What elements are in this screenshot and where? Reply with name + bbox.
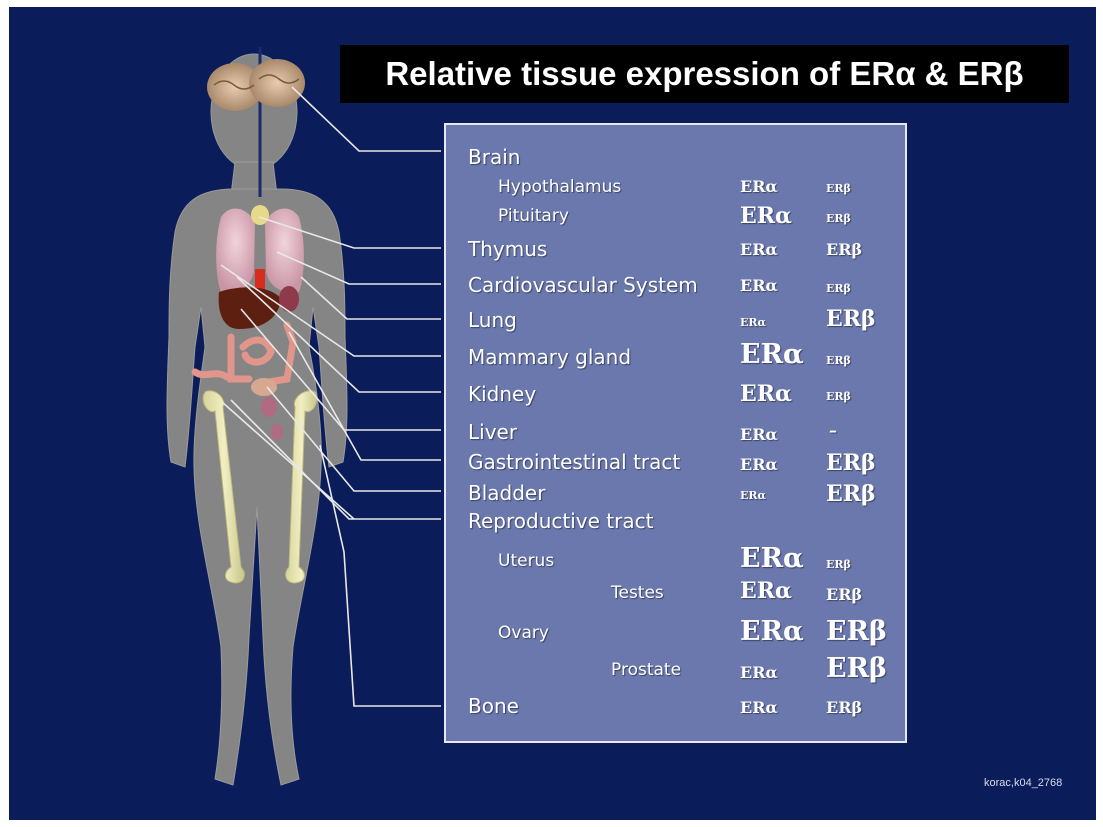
er-alpha-liver: ERα — [740, 427, 778, 443]
er-beta-bladder: ERβ — [826, 483, 876, 505]
er-beta-pituitary: ERβ — [826, 213, 851, 224]
er-alpha-prostate: ERα — [740, 665, 778, 681]
body-silhouette — [167, 54, 347, 785]
tissue-label-reproductive-tract: Reproductive tract — [468, 511, 653, 531]
reproductive-illustration — [261, 397, 277, 417]
er-beta-ovary: ERβ — [826, 618, 887, 645]
er-alpha-mammary-gland: ERα — [740, 341, 804, 368]
tissue-label-ovary: Ovary — [498, 625, 549, 642]
tissue-label-lung: Lung — [468, 310, 517, 330]
er-beta-prostate: ERβ — [826, 655, 887, 682]
er-alpha-lung: ERα — [740, 317, 766, 328]
tissue-label-prostate: Prostate — [611, 662, 681, 679]
er-alpha-hypothalamus: ERα — [740, 179, 778, 195]
er-beta-gastrointestinal: ERβ — [826, 452, 876, 474]
tissue-label-mammary-gland: Mammary gland — [468, 347, 631, 367]
er-beta-thymus: ERβ — [826, 242, 862, 258]
er-beta-kidney: ERβ — [826, 391, 851, 402]
er-alpha-kidney: ERα — [740, 383, 792, 405]
er-beta-uterus: ERβ — [826, 559, 851, 570]
er-alpha-ovary: ERα — [740, 618, 804, 645]
tissue-label-bone: Bone — [468, 696, 519, 716]
tissue-label-testes: Testes — [611, 585, 664, 602]
er-alpha-testes: ERα — [740, 580, 792, 602]
er-beta-bone: ERβ — [826, 700, 862, 716]
er-alpha-bone: ERα — [740, 700, 778, 716]
er-beta-lung: ERβ — [826, 308, 876, 330]
tissue-label-uterus: Uterus — [498, 553, 554, 570]
tissue-label-hypothalamus: Hypothalamus — [498, 179, 621, 196]
er-alpha-thymus: ERα — [740, 242, 778, 258]
kidney-illustration — [279, 286, 299, 312]
er-beta-cardiovascular: ERβ — [826, 283, 851, 294]
er-alpha-uterus: ERα — [740, 545, 804, 572]
slide: Relative tissue expression of ERα & ERβ … — [9, 7, 1096, 820]
er-alpha-gastrointestinal: ERα — [740, 457, 778, 473]
er-alpha-pituitary: ERα — [740, 205, 792, 227]
credit-label: korac,k04_2768 — [984, 777, 1062, 789]
slide-title: Relative tissue expression of ERα & ERβ — [340, 45, 1069, 103]
tissue-label-cardiovascular-system: Cardiovascular System — [468, 275, 698, 295]
tissue-label-liver: Liver — [468, 422, 517, 442]
er-beta-liver-absent: – — [829, 423, 837, 439]
tissue-label-bladder: Bladder — [468, 483, 545, 503]
tissue-label-thymus: Thymus — [468, 239, 547, 259]
tissue-label-kidney: Kidney — [468, 384, 536, 404]
er-beta-hypothalamus: ERβ — [826, 183, 851, 194]
tissue-label-pituitary: Pituitary — [498, 208, 569, 225]
tissue-label-gastrointestinal-tract: Gastrointestinal tract — [468, 452, 680, 472]
er-alpha-cardiovascular: ERα — [740, 278, 778, 294]
tissue-expression-panel: Brain Hypothalamus Pituitary Thymus Card… — [444, 123, 907, 743]
er-beta-mammary-gland: ERβ — [826, 355, 851, 366]
er-beta-testes: ERβ — [826, 587, 862, 603]
er-alpha-bladder: ERα — [740, 490, 766, 501]
title-bar: Relative tissue expression of ERα & ERβ — [340, 45, 1069, 103]
tissue-label-brain: Brain — [468, 147, 520, 167]
